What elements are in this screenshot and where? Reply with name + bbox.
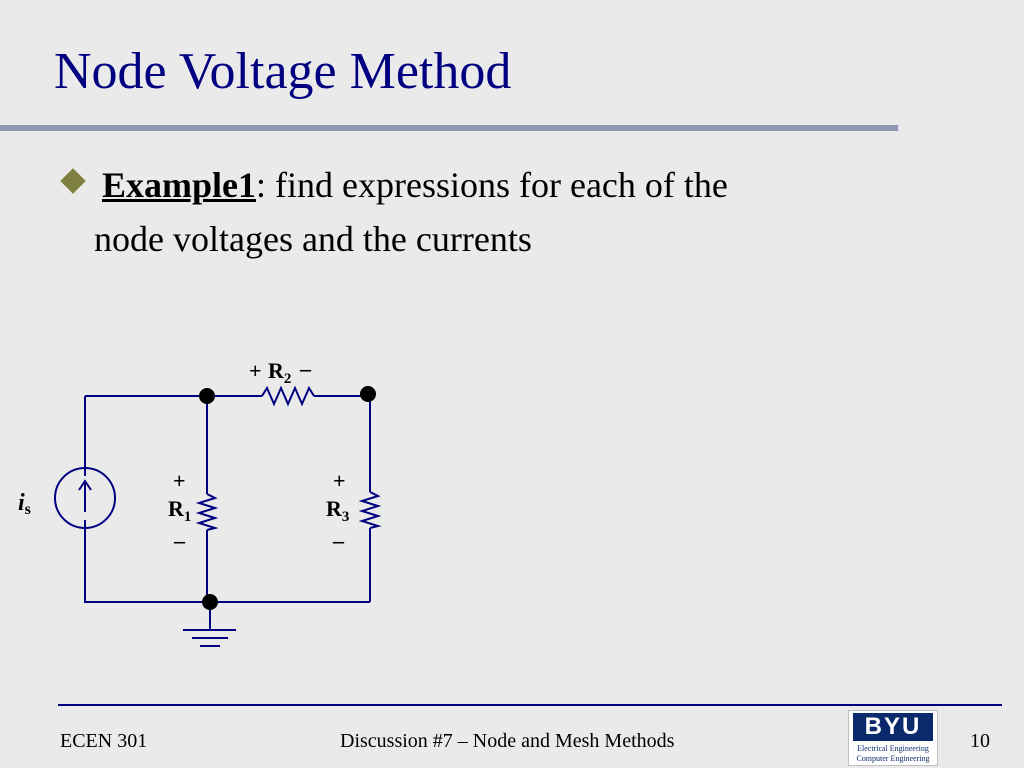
current-arrow-icon [78,479,92,512]
source-label: i [18,490,25,516]
bullet-line-1: Example1: find expressions for each of t… [102,164,728,206]
footer-title: Discussion #7 – Node and Mesh Methods [340,730,675,752]
byu-logo: BYU Electrical Engineering Computer Engi… [848,710,938,766]
r3-plus: + [333,468,346,493]
resistor-r3 [358,491,382,529]
r2-sub: 2 [284,371,292,387]
node-dot [360,386,376,402]
r1-plus: + [173,468,186,493]
svg-text:R2: R2 [268,358,291,387]
svg-text:R3: R3 [326,496,349,525]
svg-text:is: is [18,490,31,518]
wire-left [84,396,370,603]
r2-minus: – [299,356,312,381]
title-divider [0,125,898,131]
r2-plus: + [249,358,262,383]
footer-divider [58,704,1002,706]
r3-sub: 3 [342,509,350,525]
node-dot [202,594,218,610]
r1-label: R [168,496,185,521]
r3-minus: – [332,528,345,553]
svg-text:R1: R1 [168,496,191,525]
node-dot [199,388,215,404]
page-number: 10 [970,730,990,752]
slide-title: Node Voltage Method [54,43,512,100]
source-sub: s [25,501,31,518]
bullet-line-2: node voltages and the currents [94,219,532,259]
r1-sub: 1 [184,509,192,525]
logo-line-2: Computer Engineering [856,754,930,763]
logo-line-1: Electrical Engineering [857,744,929,753]
example-label: Example1 [102,165,257,205]
r3-label: R [326,496,343,521]
r1-minus: – [173,528,186,553]
resistor-r1 [195,493,219,531]
resistor-r2 [261,385,315,407]
footer-course: ECEN 301 [60,730,148,752]
bullet-text-1: : find expressions for each of the [256,165,728,205]
r2-label: R [268,358,285,383]
ground-icon [183,629,236,647]
logo-wordmark: BYU [853,713,933,741]
current-source [54,467,116,529]
